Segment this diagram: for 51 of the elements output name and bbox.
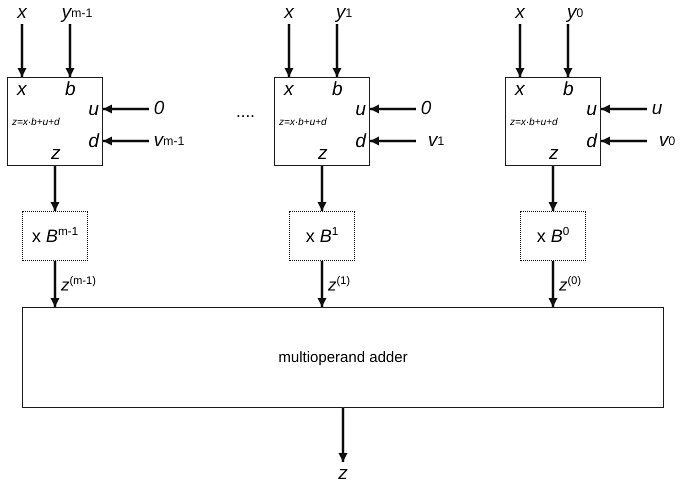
- arrow: [103, 136, 149, 146]
- port-label: b: [563, 80, 574, 100]
- signal-label: x: [280, 2, 298, 24]
- port-label: x: [515, 80, 524, 100]
- port-label: z: [51, 144, 60, 164]
- port-label: z: [318, 144, 328, 164]
- port-label: b: [332, 80, 343, 100]
- formula-text: z=x·b+u+d: [12, 117, 60, 128]
- signal-label: x: [13, 2, 31, 24]
- port-label: d: [88, 132, 99, 152]
- arrow: [548, 261, 558, 307]
- port-label: x: [284, 80, 294, 100]
- arrow: [50, 166, 60, 211]
- formula-text: z=x·b+u+d: [279, 117, 327, 128]
- arrow: [50, 261, 60, 307]
- signal-label: z: [334, 462, 352, 486]
- arrow: [338, 408, 348, 462]
- port-label: d: [586, 132, 597, 152]
- arrow: [332, 24, 342, 77]
- cell-box: [274, 77, 370, 166]
- scaling-box: x B$^{0}$: [520, 211, 586, 261]
- arrow: [516, 24, 524, 77]
- signal-label: 0: [149, 98, 169, 120]
- signal-label: u: [647, 98, 667, 120]
- signal-label: x: [511, 2, 529, 24]
- arrow: [318, 166, 326, 211]
- signal-label: 0: [416, 98, 436, 120]
- port-label: d: [355, 132, 366, 152]
- arrow: [370, 136, 416, 146]
- scaling-box: x B$^{1}$: [289, 211, 355, 261]
- arrow: [601, 104, 647, 114]
- formula-text: z=x·b+u+d: [510, 117, 558, 128]
- arrow: [66, 24, 74, 77]
- cell-box: [7, 77, 103, 166]
- scaling-box: x B$^{m-1}$: [22, 211, 88, 261]
- port-label: z: [549, 144, 558, 164]
- arrow: [564, 24, 572, 77]
- arrow: [284, 24, 294, 77]
- port-label: u: [88, 100, 99, 120]
- arrow: [601, 136, 647, 146]
- arrow: [370, 104, 416, 114]
- port-label: u: [586, 100, 597, 120]
- port-label: x: [17, 80, 26, 100]
- port-label: b: [65, 80, 76, 100]
- arrow: [103, 104, 149, 114]
- arrow: [318, 261, 326, 307]
- arrow: [18, 24, 26, 77]
- arrow: [548, 166, 558, 211]
- cell-box: [505, 77, 601, 166]
- port-label: u: [355, 100, 366, 120]
- adder-box: multioperand adder: [22, 307, 664, 408]
